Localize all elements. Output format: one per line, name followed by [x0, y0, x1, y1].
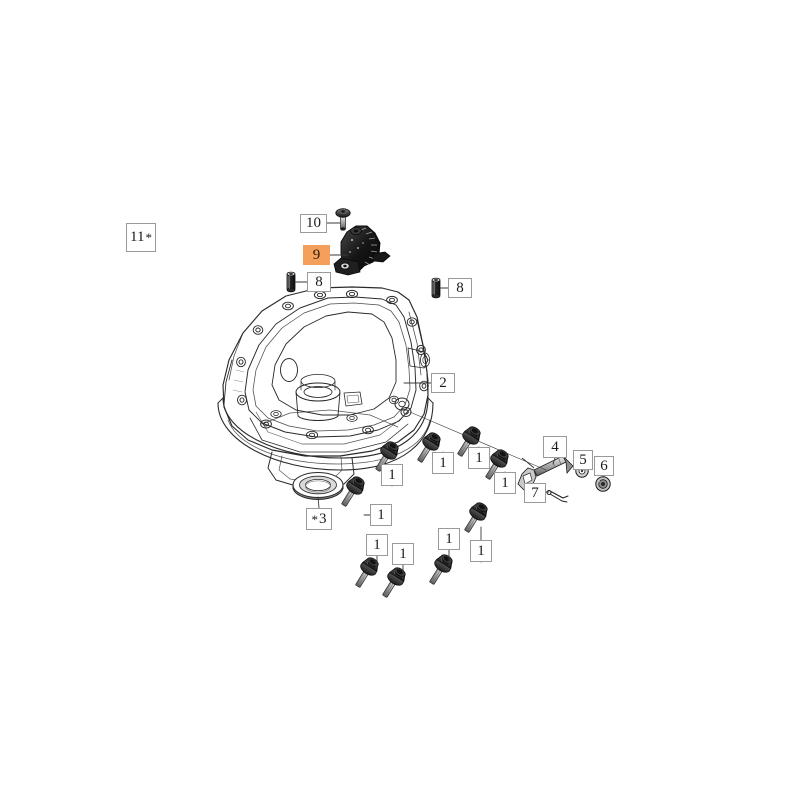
- callout-1-c[interactable]: 1: [468, 447, 490, 469]
- callout-5-label: 5: [579, 451, 587, 468]
- callout-7-label: 7: [531, 484, 539, 501]
- callout-4-label: 4: [551, 438, 559, 455]
- callout-1-i-label: 1: [477, 542, 485, 559]
- callout-6-label: 6: [600, 457, 608, 474]
- callout-8-right[interactable]: 8: [448, 278, 472, 298]
- callout-1-g[interactable]: 1: [392, 543, 414, 565]
- callout-3[interactable]: *3: [306, 508, 332, 530]
- callout-11[interactable]: 11*: [126, 223, 156, 252]
- part-flange-bolt-1-i: [458, 499, 492, 537]
- part-pump-bolt-10: [335, 208, 351, 231]
- callout-5[interactable]: 5: [573, 450, 593, 470]
- callout-4[interactable]: 4: [543, 436, 567, 458]
- callout-1-c-label: 1: [475, 449, 483, 466]
- callout-10[interactable]: 10: [300, 214, 327, 233]
- callout-1-e[interactable]: 1: [370, 504, 392, 526]
- callout-1-g-label: 1: [399, 545, 407, 562]
- callout-9-label: 9: [312, 246, 321, 263]
- part-dowel-pin-8-left: [286, 271, 296, 293]
- callout-1-f-label: 1: [373, 536, 381, 553]
- callout-2-label: 2: [439, 374, 447, 391]
- callout-3-star: *: [311, 511, 319, 527]
- callout-6[interactable]: 6: [594, 456, 614, 476]
- callout-1-d-label: 1: [501, 474, 509, 491]
- part-flange-bolt-1-g: [376, 564, 410, 602]
- callout-1-h[interactable]: 1: [438, 528, 460, 550]
- part-split-pin-7: [546, 490, 569, 503]
- callout-11-star: *: [145, 230, 152, 245]
- callout-1-a-label: 1: [388, 466, 396, 483]
- callout-8-left[interactable]: 8: [307, 272, 331, 292]
- callout-10-label: 10: [306, 215, 321, 231]
- callout-11-label: 11: [130, 229, 145, 245]
- callout-8-right-label: 8: [456, 279, 464, 296]
- part-oil-seal-3: [292, 472, 344, 500]
- part-bushing-6: [595, 476, 611, 492]
- callout-3-label: 3: [319, 510, 327, 527]
- callout-9-highlighted[interactable]: 9: [303, 245, 330, 265]
- part-oil-pump-9: [333, 225, 391, 276]
- part-housing-2: [217, 286, 434, 489]
- callout-1-h-label: 1: [445, 530, 453, 547]
- callout-8-left-label: 8: [315, 273, 323, 290]
- callout-1-a[interactable]: 1: [381, 464, 403, 486]
- callout-1-b-label: 1: [439, 454, 447, 471]
- callout-1-b[interactable]: 1: [432, 452, 454, 474]
- callout-7[interactable]: 7: [524, 483, 546, 503]
- callout-1-e-label: 1: [377, 506, 385, 523]
- part-dowel-pin-8-right: [431, 277, 441, 299]
- callout-1-i[interactable]: 1: [470, 540, 492, 562]
- part-flange-bolt-1-h: [423, 551, 457, 589]
- callout-1-d[interactable]: 1: [494, 472, 516, 494]
- callout-1-f[interactable]: 1: [366, 534, 388, 556]
- leader-lines: [294, 222, 605, 579]
- callout-2[interactable]: 2: [431, 373, 455, 393]
